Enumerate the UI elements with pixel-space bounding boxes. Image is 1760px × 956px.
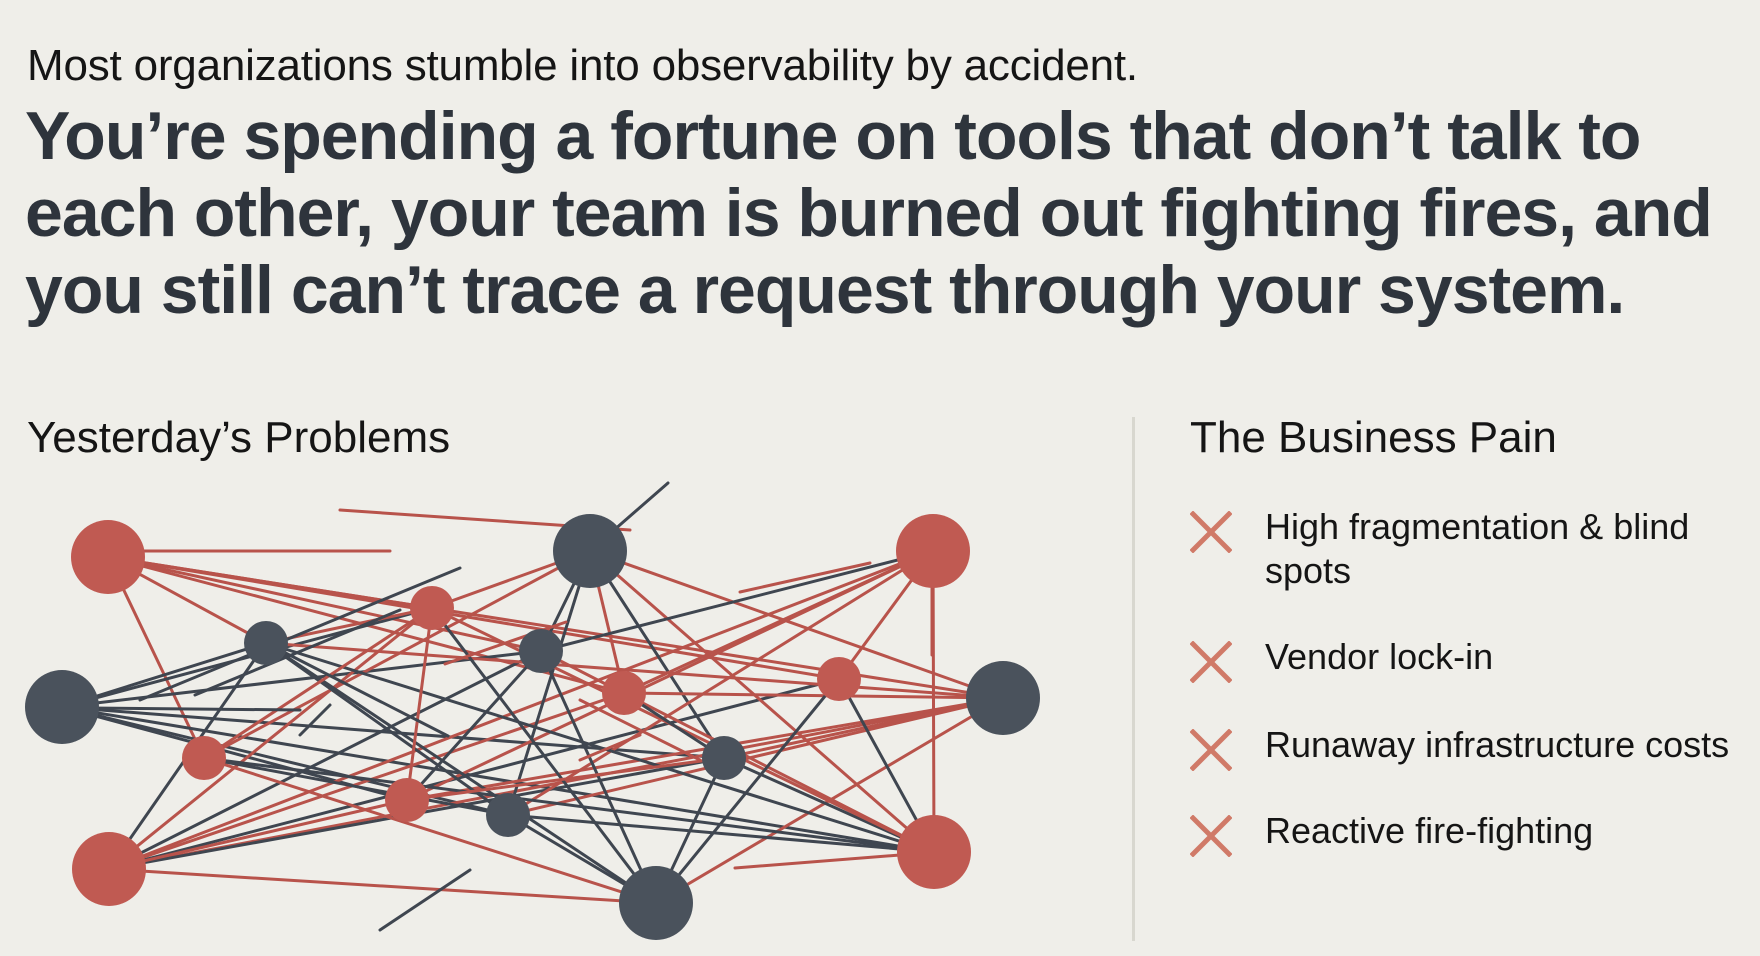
kicker-text: Most organizations stumble into observab… [27, 41, 1138, 90]
network-node-small [182, 736, 226, 780]
network-edge [107, 677, 841, 871]
x-mark-icon [1190, 641, 1232, 683]
network-node-small [702, 736, 746, 780]
headline-line-3: you still can’t trace a request through … [25, 252, 1625, 328]
network-edge [578, 733, 642, 762]
network-node-small [486, 793, 530, 837]
headline-line-1: You’re spending a fortune on tools that … [25, 98, 1641, 174]
network-edge [506, 549, 592, 817]
network-edge [405, 649, 543, 802]
network-node-small [385, 778, 429, 822]
headline-line-2: each other, your team is burned out figh… [25, 175, 1713, 251]
network-edge [264, 641, 936, 854]
pain-item: Vendor lock-in [1190, 635, 1750, 683]
network-node-large [25, 670, 99, 744]
network-edge [106, 555, 434, 610]
network-edge [264, 641, 1005, 700]
network-edge [405, 756, 726, 802]
network-edge [193, 608, 402, 697]
network-edge [506, 813, 936, 854]
network-node-large [896, 514, 970, 588]
network-edge [506, 696, 1005, 817]
pain-item: Runaway infrastructure costs [1190, 723, 1750, 771]
pain-item: Reactive fire-fighting [1190, 809, 1750, 857]
pain-item-label: High fragmentation & blind spots [1265, 506, 1690, 591]
network-edge [738, 561, 872, 594]
network-node-large [72, 832, 146, 906]
business-pain-title: The Business Pain [1190, 413, 1557, 462]
network-nodes [25, 514, 1040, 940]
network-edge [107, 798, 409, 871]
pain-item-label: Vendor lock-in [1265, 636, 1494, 677]
network-node-large [897, 815, 971, 889]
network-node-large [966, 661, 1040, 735]
network-edge [578, 698, 702, 762]
x-mark-icon [1190, 815, 1232, 857]
pain-item-label: Reactive fire-fighting [1265, 810, 1594, 851]
network-edge [202, 756, 510, 817]
network-edge [430, 606, 658, 905]
x-mark-icon [1190, 511, 1232, 553]
network-edge [654, 677, 841, 905]
yesterdays-problems-title: Yesterday’s Problems [27, 413, 451, 462]
network-edge [107, 649, 543, 871]
network-edge [107, 867, 658, 905]
business-pain-list: High fragmentation & blind spots Vendor … [1190, 505, 1750, 857]
pain-item-label: Runaway infrastructure costs [1265, 724, 1730, 765]
network-edge [88, 706, 302, 712]
network-edge [107, 549, 935, 871]
network-edge [202, 756, 936, 854]
network-edge [202, 606, 434, 760]
network-edge [443, 620, 568, 666]
network-edge [378, 868, 472, 932]
network-edge [539, 549, 935, 653]
network-node-small [817, 657, 861, 701]
network-edge [405, 549, 935, 802]
network-node-small [244, 621, 288, 665]
network-edge [60, 606, 434, 709]
network-node-small [410, 586, 454, 630]
section-divider [1132, 417, 1135, 941]
network-edge [138, 566, 462, 702]
network-edge [264, 641, 510, 817]
network-edge [539, 649, 658, 905]
page-headline: You’re spending a fortune on tools that … [25, 98, 1745, 329]
network-edge [622, 691, 1005, 700]
network-edge [264, 641, 658, 905]
network-edge [588, 549, 726, 760]
x-mark-icon [1190, 729, 1232, 771]
network-edge [298, 703, 332, 737]
network-edge [202, 756, 658, 905]
network-edges [60, 481, 1005, 932]
network-node-large [71, 520, 145, 594]
network-node-large [553, 514, 627, 588]
network-edge [202, 549, 592, 760]
pain-item: High fragmentation & blind spots [1190, 505, 1750, 593]
network-node-small [602, 671, 646, 715]
network-edge [106, 555, 206, 760]
network-edge [106, 555, 543, 653]
network-edge [268, 643, 450, 738]
network-edge [405, 606, 434, 802]
network-edge [733, 853, 902, 870]
network-node-large [619, 866, 693, 940]
network-edge [60, 705, 936, 854]
tangled-network-diagram [25, 481, 1040, 940]
network-node-small [519, 629, 563, 673]
network-edge [722, 696, 1005, 760]
network-edge [588, 549, 936, 854]
